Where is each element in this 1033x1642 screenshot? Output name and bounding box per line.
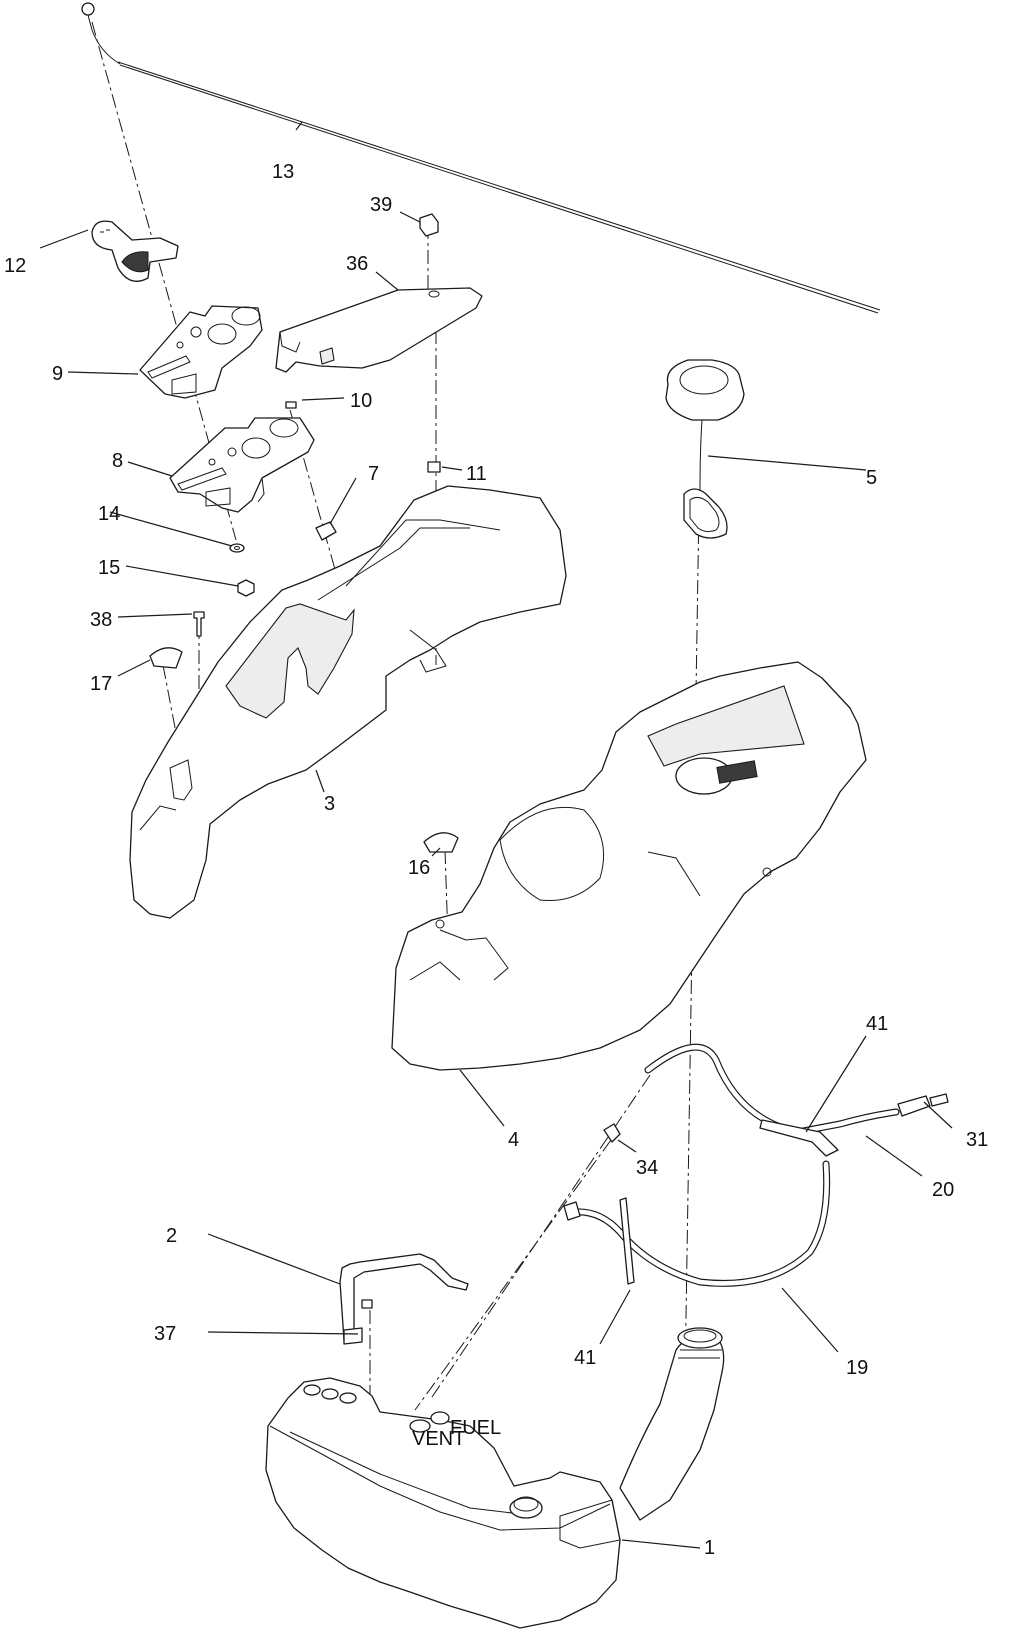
leader-37 [207, 1331, 359, 1335]
part-10-screw [285, 401, 297, 409]
part-4-body [391, 661, 867, 1071]
callout-3: 3 [324, 793, 335, 815]
part-17-plug [149, 647, 183, 669]
callout-41-lower: 41 [574, 1347, 596, 1369]
part-31-fitting [897, 1095, 931, 1117]
leader-2 [207, 1233, 341, 1285]
part-13-rod [81, 2, 881, 314]
leader-7 [329, 477, 357, 525]
callout-37: 37 [154, 1323, 176, 1345]
leader-11 [441, 466, 463, 471]
rod-shaft-edge [119, 64, 879, 314]
leader-12 [39, 229, 89, 249]
leader-lines [39, 121, 953, 1549]
callout-15: 15 [98, 557, 120, 579]
leader-34 [617, 1139, 637, 1153]
part-37-screw [361, 1299, 373, 1309]
callout-4: 4 [508, 1129, 519, 1151]
callout-11: 11 [466, 463, 487, 485]
callout-20: 20 [932, 1179, 954, 1201]
callout-7: 7 [368, 463, 379, 485]
leader-14 [109, 511, 233, 547]
fuel-port [409, 1419, 431, 1433]
leader-4 [459, 1069, 505, 1127]
leader-38 [117, 613, 193, 618]
centerline-fuel-line [429, 1074, 651, 1401]
part-5-fuel-cap [665, 359, 745, 539]
callout-34: 34 [636, 1157, 658, 1179]
leader-41-lower [599, 1289, 631, 1345]
part-1-fuel-tank: VENT FUEL [265, 1327, 725, 1629]
leader-13 [295, 121, 303, 131]
callout-39: 39 [370, 194, 392, 216]
callout-36: 36 [346, 253, 368, 275]
callout-13: 13 [272, 161, 294, 183]
callout-10: 10 [350, 390, 372, 412]
leader-39 [399, 211, 421, 223]
part-12-knob [91, 220, 179, 282]
leader-41-upper [805, 1035, 867, 1133]
leader-20 [865, 1135, 923, 1177]
leader-10 [301, 397, 345, 401]
centerline-clamp-34 [414, 1139, 612, 1411]
hoses [563, 1043, 949, 1287]
leader-36 [375, 271, 399, 291]
hardware [149, 213, 621, 1309]
leader-19 [781, 1287, 839, 1353]
callout-14: 14 [98, 503, 120, 525]
part-11-screw [427, 461, 441, 473]
part-3-housing [129, 485, 567, 919]
callout-9: 9 [52, 363, 63, 385]
part-14-washer [229, 543, 245, 553]
centerline-rod-axis [91, 21, 237, 541]
part-36-cover [275, 287, 483, 373]
tank-label-fuel: FUEL [450, 1417, 501, 1439]
part-39-clip [419, 213, 439, 237]
leader-9 [67, 371, 139, 375]
leader-1 [621, 1539, 701, 1549]
callout-8: 8 [112, 450, 123, 472]
callout-16: 16 [408, 857, 430, 879]
callout-19: 19 [846, 1357, 868, 1379]
part-15-nut [237, 579, 255, 597]
rod-bend [87, 14, 121, 65]
callout-31: 31 [966, 1129, 988, 1151]
part-8-control-plate [169, 417, 315, 513]
leader-15 [125, 565, 239, 587]
assembly-centerlines [91, 21, 700, 1411]
callout-41-upper: 41 [866, 1013, 888, 1035]
rod-shaft [117, 61, 881, 311]
part-41-clip-upper [759, 1119, 839, 1157]
callout-17: 17 [90, 673, 112, 695]
leader-16 [431, 847, 441, 857]
part-34-clamp [603, 1123, 621, 1143]
part-16-plug [423, 832, 459, 853]
part-38-bolt [193, 611, 205, 637]
callout-38: 38 [90, 609, 112, 631]
leader-5 [707, 455, 867, 471]
part-9-decal-plate [139, 305, 263, 399]
callout-12: 12 [4, 255, 26, 277]
part-41-clip-lower [619, 1197, 635, 1285]
callout-5: 5 [866, 467, 877, 489]
tank-label-vent: VENT [412, 1428, 465, 1450]
callout-1: 1 [704, 1537, 715, 1559]
vent-port [430, 1411, 450, 1425]
callout-2: 2 [166, 1225, 177, 1247]
leader-17 [117, 659, 151, 677]
part-7-clamp [315, 521, 337, 541]
leader-31 [923, 1101, 953, 1129]
leader-8 [127, 461, 173, 477]
part-2-bracket [339, 1253, 469, 1345]
callout-labels: 13 12 39 36 9 10 8 7 11 5 14 15 38 17 3 … [4, 161, 988, 1559]
leader-3 [315, 769, 325, 793]
